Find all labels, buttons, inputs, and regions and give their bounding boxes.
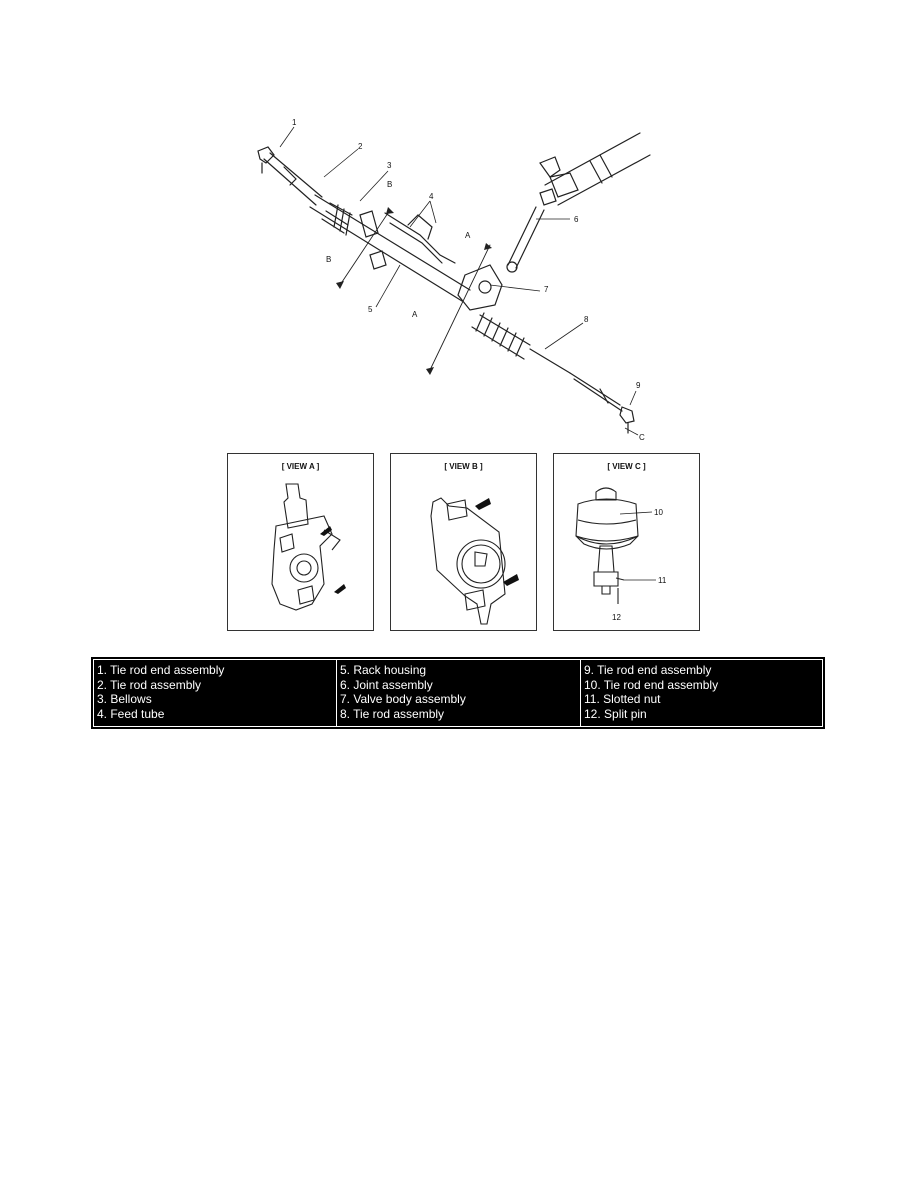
legend-item: 10. Tie rod end assembly bbox=[584, 677, 719, 692]
label-11: 11 bbox=[658, 576, 667, 585]
label-7: 7 bbox=[544, 285, 549, 294]
steering-gear-diagram: 1 2 3 4 5 6 7 8 9 C A A B B bbox=[257, 118, 651, 442]
legend-item: 11. Slotted nut bbox=[584, 692, 661, 706]
legend-column-3: 9. Tie rod end assembly 10. Tie rod end … bbox=[581, 660, 820, 726]
label-9: 9 bbox=[636, 381, 641, 390]
label-a-bottom: A bbox=[412, 310, 418, 319]
label-2: 2 bbox=[358, 142, 363, 151]
label-8: 8 bbox=[584, 315, 589, 324]
legend-item: 3. Bellows bbox=[97, 692, 152, 706]
label-b-top: B bbox=[387, 180, 392, 189]
label-1: 1 bbox=[292, 118, 297, 127]
label-c: C bbox=[639, 433, 645, 442]
legend-column-2: 5. Rack housing 6. Joint assembly 7. Val… bbox=[337, 660, 581, 726]
parts-legend: 1. Tie rod end assembly 2. Tie rod assem… bbox=[91, 657, 825, 729]
legend-column-1: 1. Tie rod end assembly 2. Tie rod assem… bbox=[94, 660, 337, 726]
view-b-drawing bbox=[430, 497, 519, 625]
label-3: 3 bbox=[387, 161, 392, 170]
view-a-drawing bbox=[271, 483, 346, 611]
view-b-title: [ VIEW B ] bbox=[444, 462, 483, 471]
view-b-panel: [ VIEW B ] bbox=[390, 453, 537, 631]
legend-item: 5. Rack housing bbox=[340, 663, 427, 677]
view-c-drawing: 10 11 12 bbox=[575, 487, 667, 622]
view-a-title: [ VIEW A ] bbox=[281, 462, 320, 471]
legend-item: 7. Valve body assembly bbox=[340, 692, 466, 706]
view-c-panel: [ VIEW C ] 10 11 12 bbox=[553, 453, 700, 631]
label-6: 6 bbox=[574, 215, 579, 224]
legend-item: 2. Tie rod assembly bbox=[97, 677, 202, 692]
label-b-bottom: B bbox=[326, 255, 331, 264]
view-a-panel: [ VIEW A ] bbox=[227, 453, 374, 631]
label-4: 4 bbox=[429, 192, 434, 201]
label-10: 10 bbox=[654, 508, 663, 517]
legend-item: 6. Joint assembly bbox=[340, 677, 433, 692]
legend-item: 9. Tie rod end assembly bbox=[584, 663, 712, 677]
legend-item: 12. Split pin bbox=[584, 706, 647, 721]
legend-item: 1. Tie rod end assembly bbox=[97, 663, 225, 677]
label-12: 12 bbox=[612, 613, 621, 622]
view-c-title: [ VIEW C ] bbox=[607, 462, 646, 471]
label-a-top: A bbox=[465, 231, 471, 240]
label-5: 5 bbox=[368, 305, 373, 314]
legend-item: 4. Feed tube bbox=[97, 706, 165, 721]
legend-item: 8. Tie rod assembly bbox=[340, 706, 445, 721]
